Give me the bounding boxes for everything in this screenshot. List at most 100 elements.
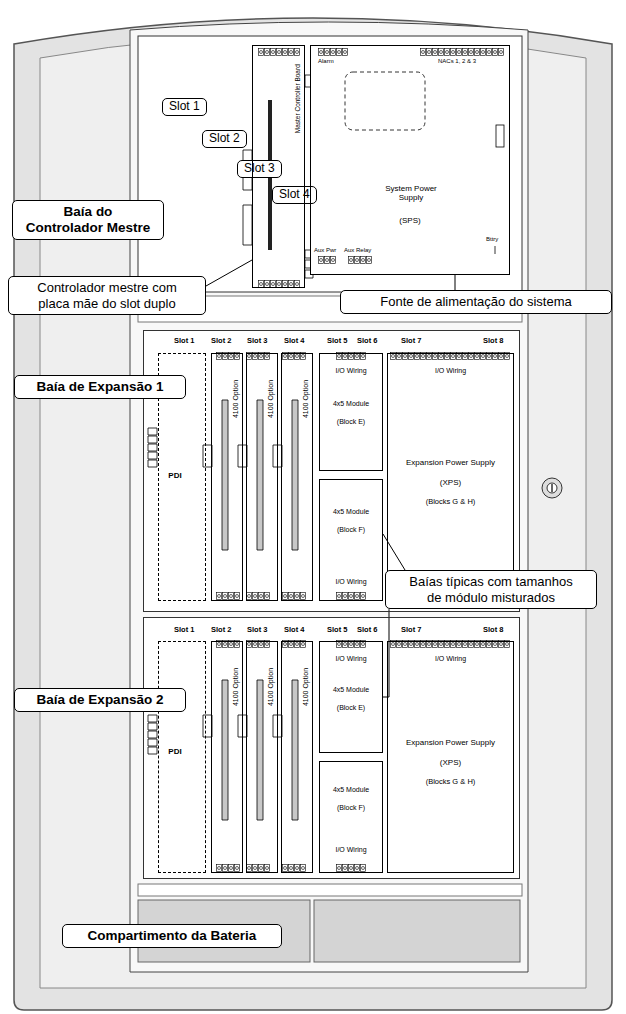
terminal-strip (336, 592, 366, 600)
node-text: Slot 1 (174, 337, 194, 346)
option-card: 4100 Option (211, 641, 243, 873)
node-text: 4x5 Module (320, 400, 382, 408)
controller-board: Master Controller Board (252, 45, 305, 288)
node-text: Slot 8 (483, 337, 503, 346)
node-text: Slot 6 (357, 626, 377, 635)
node-text: I/O Wiring (320, 655, 382, 663)
node-text: System Power Supply (381, 184, 441, 202)
cabinet-door (14, 18, 612, 1010)
sps-ground (310, 45, 510, 275)
leader-line (455, 275, 456, 290)
option-card: 4100 Option (246, 641, 278, 873)
terminal-strip (282, 864, 306, 872)
part-label: NACs 1, 2 & 3 (438, 58, 476, 65)
node-text: Slot 2 (209, 132, 240, 146)
node-text: (Blocks G & H) (388, 498, 513, 507)
node-text: Slot 4 (284, 626, 304, 635)
slot-tag: Slot 3 (237, 160, 282, 178)
node-text: Fonte de alimentação do sistema (361, 294, 591, 310)
node-text: Slot 5 (327, 626, 347, 635)
terminal-strip (420, 48, 504, 56)
node-text: Slot 1 (174, 626, 194, 635)
pdi-module: PDI (158, 641, 206, 873)
terminal-strip (258, 280, 300, 288)
bay-title: Baía do Controlador Mestre (12, 200, 164, 240)
door-lock (547, 483, 557, 493)
leader-line (383, 609, 389, 697)
part-label: Aux Pwr (314, 247, 336, 254)
node-text: Slot 7 (401, 337, 421, 346)
node-text: 4100 Option (302, 380, 310, 418)
node-text: (Block E) (320, 418, 382, 426)
node-text: Master Controller Board (293, 64, 300, 133)
node-text: 4x5 Module (320, 686, 382, 694)
terminal-strip (336, 864, 366, 872)
master-bay (138, 36, 522, 292)
node-text: 4100 Option (232, 380, 240, 418)
node-text: PDI (163, 747, 187, 756)
bay-title: Baía de Expansão 1 (14, 375, 186, 399)
node-text: PDI (163, 471, 187, 480)
node-text: Slot 3 (244, 162, 275, 176)
option-card: 4100 Option (281, 641, 313, 873)
node-text: 4x5 Module (320, 786, 382, 794)
terminal-strip (216, 592, 240, 600)
node-text: (XPS) (388, 758, 513, 767)
part-label: Bttry (486, 236, 498, 243)
node-text: Slot 7 (401, 626, 421, 635)
node-text: I/O Wiring (320, 578, 382, 586)
part-label: Alarm (318, 58, 334, 65)
node-text: Controlador mestre com placa mãe do slot… (29, 280, 185, 311)
expansion-power-supply: I/O WiringExpansion Power Supply(XPS)(Bl… (387, 641, 514, 873)
node-text: Expansion Power Supply (388, 738, 513, 747)
callout-box: Baías típicas com tamanhos de módulo mis… (385, 570, 597, 609)
terminal-strip (258, 48, 300, 56)
terminal-strip (282, 592, 306, 600)
node-text: Slot 6 (357, 337, 377, 346)
bay-title: Compartimento da Bateria (62, 924, 282, 948)
pdi-connector (148, 715, 157, 754)
node-text: Slot 4 (284, 337, 304, 346)
node-text: (Block F) (320, 804, 382, 812)
terminal-strip (216, 864, 240, 872)
slot-tag: Slot 2 (202, 130, 247, 148)
node-text: (Block F) (320, 526, 382, 534)
bay-title: Baía de Expansão 2 (14, 688, 186, 712)
node-text: I/O Wiring (388, 655, 513, 663)
pdi-connector (148, 428, 157, 467)
expansion-power-supply: I/O WiringExpansion Power Supply(XPS)(Bl… (387, 353, 514, 601)
node-text: I/O Wiring (388, 367, 513, 375)
bay-ground (143, 617, 520, 879)
node-text: (SPS) (311, 216, 509, 225)
slot-tag: Slot 1 (162, 98, 207, 116)
option-card: 4100 Option (246, 353, 278, 601)
terminal-strip (246, 592, 270, 600)
door-frame (40, 34, 586, 988)
node-text: Baía do Controlador Mestre (19, 204, 157, 236)
heatsink-outline (345, 72, 425, 130)
leader-line (206, 260, 252, 286)
option-card: 4100 Option (211, 353, 243, 601)
io-module: I/O Wiring 4x5 Module (Block E) (319, 353, 383, 471)
power-supply: System Power Supply (SPS) (310, 45, 510, 275)
terminal-strip (246, 864, 270, 872)
node-text: Baías típicas com tamanhos de módulo mis… (406, 574, 576, 605)
bay-band (138, 884, 522, 896)
callout-box: Fonte de alimentação do sistema (340, 290, 612, 314)
node-text: (Block E) (320, 704, 382, 712)
cabinet-tray (130, 22, 528, 972)
node-text: Baía de Expansão 2 (21, 692, 179, 708)
io-module: 4x5 Module(Block F)I/O Wiring (319, 479, 383, 601)
card-connector (222, 400, 298, 550)
node-text: Slot 4 (279, 188, 310, 202)
node-text: I/O Wiring (320, 367, 382, 375)
node-text: Expansion Power Supply (388, 458, 513, 467)
sps-part (496, 125, 504, 147)
battery-terminal (495, 246, 496, 254)
node-text: 4100 Option (267, 668, 275, 706)
io-module: I/O Wiring 4x5 Module (Block E) (319, 641, 383, 753)
node-text: Slot 2 (211, 337, 231, 346)
expansion-bay: Slot 1Slot 2Slot 3Slot 4Slot 5Slot 6Slot… (143, 617, 520, 879)
